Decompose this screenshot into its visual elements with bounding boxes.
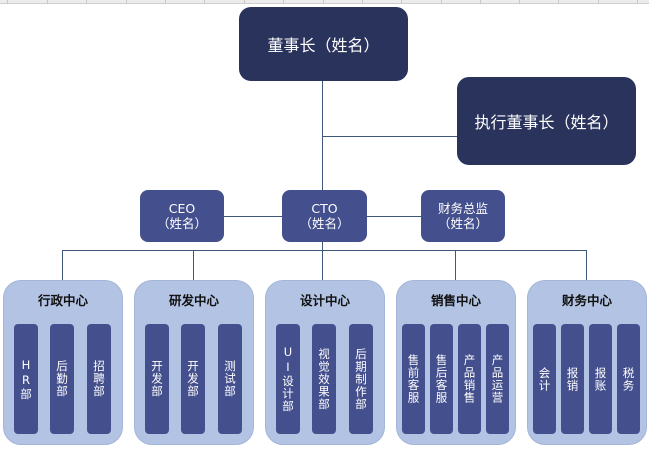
department-label: 视觉效果部 [317,347,331,411]
connector-bus [62,250,586,251]
department-label: 招聘部 [92,360,106,398]
department-label: 报账 [593,366,608,392]
connector-chairman-trunk [322,80,323,190]
connector-ceo-cto [224,216,282,217]
center-admin[interactable]: 行政中心 HR部 后勤部 招聘部 [3,280,123,445]
department-label: 售前客服 [406,354,421,404]
connector-drop-2 [193,250,194,280]
connector-drop-1 [62,250,63,280]
department-node[interactable]: 后勤部 [50,324,74,434]
executive-chairman-node[interactable]: 执行董事长（姓名） [457,77,636,165]
chairman-label: 董事长（姓名） [267,36,380,55]
department-node[interactable]: UI设计部 [276,324,300,434]
officer-title: 财务总监 [437,201,488,216]
officer-name: （姓名） [156,216,207,231]
connector-cto-down [322,242,323,250]
chairman-node[interactable]: 董事长（姓名） [239,7,408,81]
department-label: 产品运营 [490,354,505,404]
center-title: 财务中心 [561,293,612,308]
connector-drop-4 [455,250,456,280]
officer-cfo-node[interactable]: 财务总监 （姓名） [421,190,505,242]
department-node[interactable]: 招聘部 [87,324,111,434]
department-label: HR部 [19,357,33,401]
department-label: 后勤部 [55,360,69,398]
connector-executive-chairman [322,136,457,137]
department-label: UI设计部 [281,345,295,413]
executive-chairman-label: 执行董事长（姓名） [474,113,619,132]
connector-cto-cfo [366,216,421,217]
department-label: 税务 [621,366,636,392]
department-label: 报销 [565,366,580,392]
center-title: 研发中心 [168,293,219,308]
department-node[interactable]: HR部 [14,324,38,434]
department-node[interactable]: 视觉效果部 [312,324,336,434]
officer-name: （姓名） [299,216,350,231]
department-node[interactable]: 测试部 [218,324,242,434]
department-node[interactable]: 税务 [617,324,640,434]
department-label: 开发部 [186,360,200,398]
center-title: 销售中心 [430,293,481,308]
department-node[interactable]: 产品销售 [458,324,481,434]
officer-cto-node[interactable]: CTO （姓名） [282,190,367,242]
department-node[interactable]: 开发部 [181,324,205,434]
department-label: 售后客服 [434,354,449,404]
spreadsheet-header-strip [0,0,649,4]
officer-title: CTO [311,201,338,216]
center-title: 设计中心 [299,293,350,308]
department-node[interactable]: 产品运营 [486,324,509,434]
department-node[interactable]: 报账 [589,324,612,434]
center-sales[interactable]: 销售中心 售前客服 售后客服 产品销售 产品运营 [396,280,516,445]
department-label: 产品销售 [462,354,477,404]
department-node[interactable]: 会计 [533,324,556,434]
officer-title: CEO [168,201,196,216]
department-node[interactable]: 售前客服 [402,324,425,434]
department-label: 开发部 [150,360,164,398]
department-label: 会计 [537,366,552,392]
center-rnd[interactable]: 研发中心 开发部 开发部 测试部 [134,280,254,445]
officer-name: （姓名） [437,216,488,231]
department-label: 测试部 [223,360,237,398]
department-node[interactable]: 开发部 [145,324,169,434]
center-title: 行政中心 [37,293,88,308]
officer-ceo-node[interactable]: CEO （姓名） [140,190,224,242]
center-finance[interactable]: 财务中心 会计 报销 报账 税务 [527,280,647,445]
department-node[interactable]: 报销 [561,324,584,434]
department-node[interactable]: 后期制作部 [349,324,373,434]
department-node[interactable]: 售后客服 [430,324,453,434]
center-design[interactable]: 设计中心 UI设计部 视觉效果部 后期制作部 [265,280,385,445]
connector-drop-5 [586,250,587,280]
department-label: 后期制作部 [354,347,368,411]
connector-drop-3 [322,250,323,280]
